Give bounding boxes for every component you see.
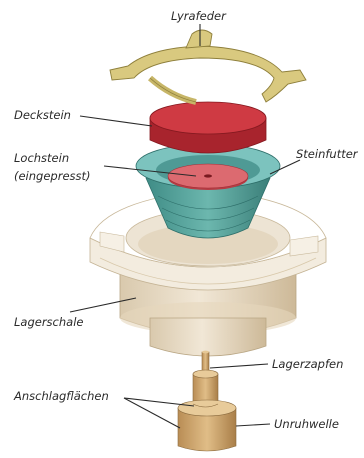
leader-anschlag-1	[124, 398, 194, 406]
label-deckstein: Deckstein	[14, 108, 71, 122]
leader-unruhwelle	[236, 424, 270, 426]
label-lyrafeder: Lyrafeder	[171, 9, 227, 23]
lyre-spring	[110, 30, 306, 102]
hole-jewel	[168, 164, 248, 190]
cap-jewel	[150, 102, 266, 153]
label-lochstein-sub: (eingepresst)	[14, 169, 91, 183]
label-steinfutter: Steinfutter	[296, 147, 359, 161]
leader-anschlag-2	[124, 398, 180, 428]
leader-deckstein	[80, 116, 152, 126]
leader-lagerzapfen	[210, 364, 268, 368]
label-anschlagflaechen: Anschlagflächen	[13, 389, 109, 403]
balance-staff	[178, 351, 236, 451]
label-lagerzapfen: Lagerzapfen	[272, 357, 343, 371]
label-lagerschale: Lagerschale	[14, 315, 83, 329]
label-lochstein: Lochstein	[14, 151, 69, 165]
label-unruhwelle: Unruhwelle	[274, 417, 339, 431]
